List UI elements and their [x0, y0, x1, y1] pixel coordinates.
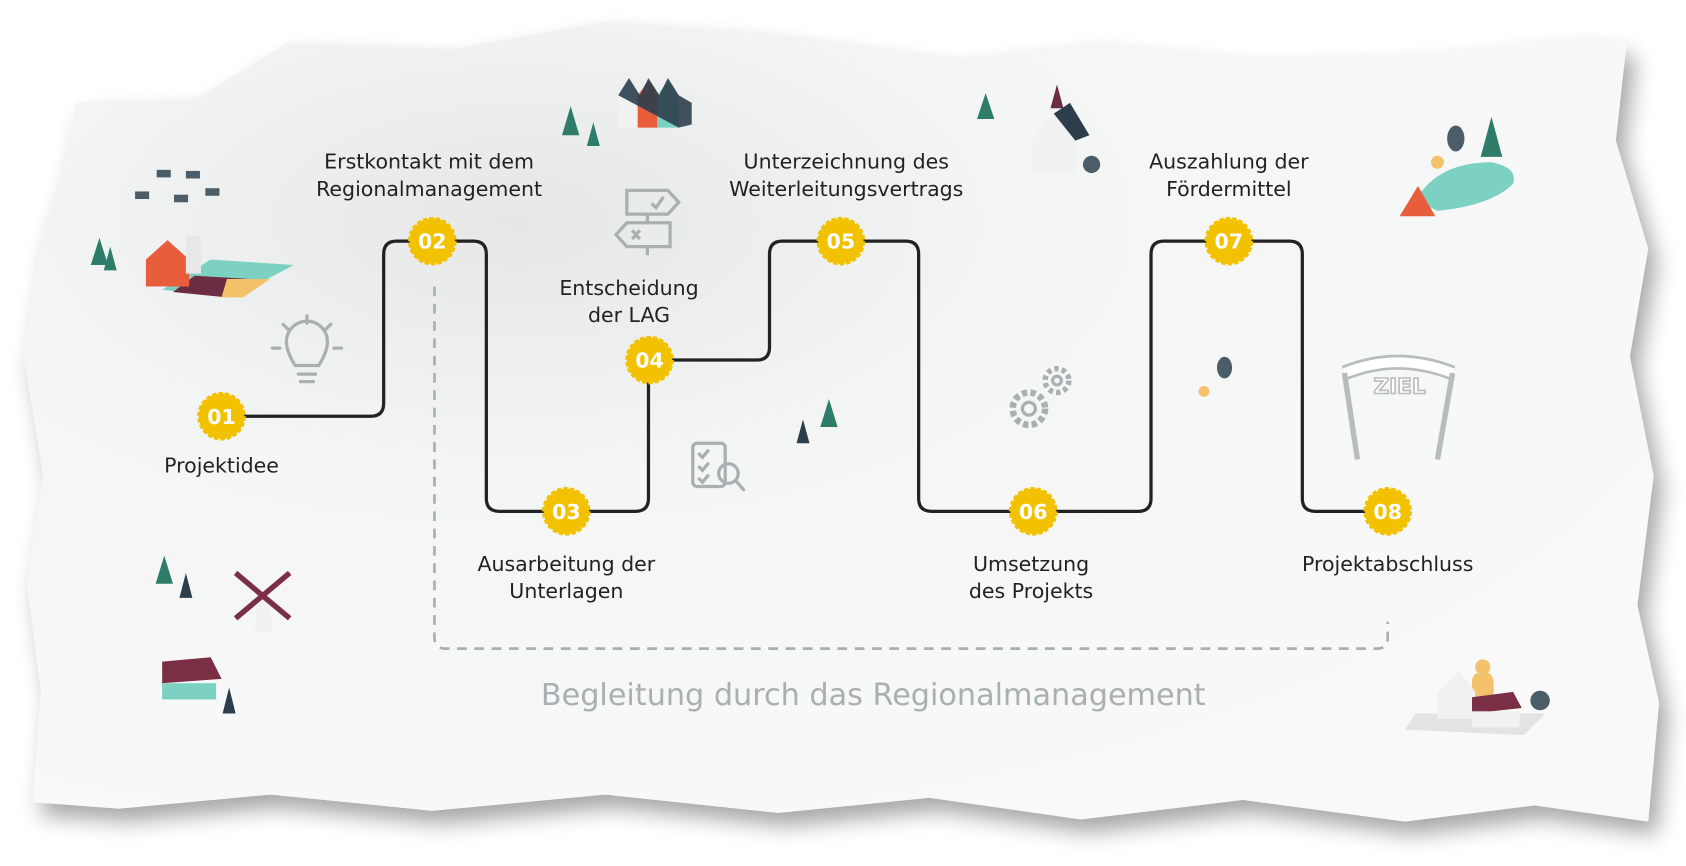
cottage-illustration — [162, 657, 222, 700]
step-number: 06 — [1019, 500, 1048, 524]
step-badge-02: 02 — [407, 216, 457, 266]
trees-illustration — [155, 93, 1233, 714]
support-dashed-line — [433, 286, 1390, 650]
camping-illustration — [1399, 116, 1514, 217]
support-label: Begleitung durch das Regionalmanagement — [541, 678, 1206, 713]
checklist-search-icon — [691, 441, 746, 492]
village-illustration — [1405, 659, 1550, 736]
church-illustration — [1032, 84, 1101, 174]
step-number: 03 — [552, 500, 581, 524]
step-label-07-line1: Auszahlung der — [1149, 150, 1309, 174]
step-label-01: Projektidee — [164, 453, 279, 477]
step-label-05-line2: Weiterleitungsvertrags — [729, 177, 963, 201]
step-badge-07: 07 — [1204, 216, 1254, 266]
farm-illustration — [90, 235, 294, 298]
step-badge-03: 03 — [542, 487, 591, 536]
step-label-05-line1: Unterzeichnung des — [744, 150, 949, 174]
step-badge-08: 08 — [1363, 487, 1413, 536]
step-label-04-line1: Entscheidung — [559, 276, 698, 300]
step-label-03-line2: Unterlagen — [509, 579, 623, 603]
cows-illustration — [135, 169, 220, 203]
process-path — [221, 239, 1388, 513]
town-houses-illustration — [562, 77, 692, 147]
step-label-07-line2: Fördermittel — [1166, 177, 1292, 201]
step-label-04-line2: der LAG — [588, 303, 670, 327]
step-number: 08 — [1373, 500, 1402, 524]
step-label-06-line2: des Projekts — [969, 579, 1093, 603]
step-badge-05: 05 — [816, 216, 866, 266]
step-badge-01: 01 — [197, 391, 246, 441]
signpost-icon — [613, 188, 681, 256]
step-label-02-line1: Erstkontakt mit dem — [324, 150, 534, 174]
step-number: 02 — [418, 230, 447, 254]
step-label-03-line1: Ausarbeitung der — [477, 552, 655, 576]
step-number: 04 — [635, 349, 664, 373]
step-label-06-line1: Umsetzung — [973, 552, 1089, 576]
finish-arch-icon: ZIEL — [1341, 354, 1456, 460]
windmill-illustration — [233, 570, 292, 633]
step-number: 01 — [207, 405, 236, 429]
badges: 01 02 03 04 05 06 07 08 — [197, 216, 1413, 536]
step-badge-06: 06 — [1008, 487, 1058, 536]
finish-sign-text: ZIEL — [1373, 375, 1425, 400]
step-number: 05 — [827, 230, 856, 254]
step-label-08: Projektabschluss — [1302, 552, 1473, 576]
step-number: 07 — [1215, 230, 1244, 254]
step-badge-04: 04 — [625, 335, 674, 385]
step-label-02-line2: Regionalmanagement — [316, 177, 542, 201]
lightbulb-icon — [270, 314, 344, 384]
